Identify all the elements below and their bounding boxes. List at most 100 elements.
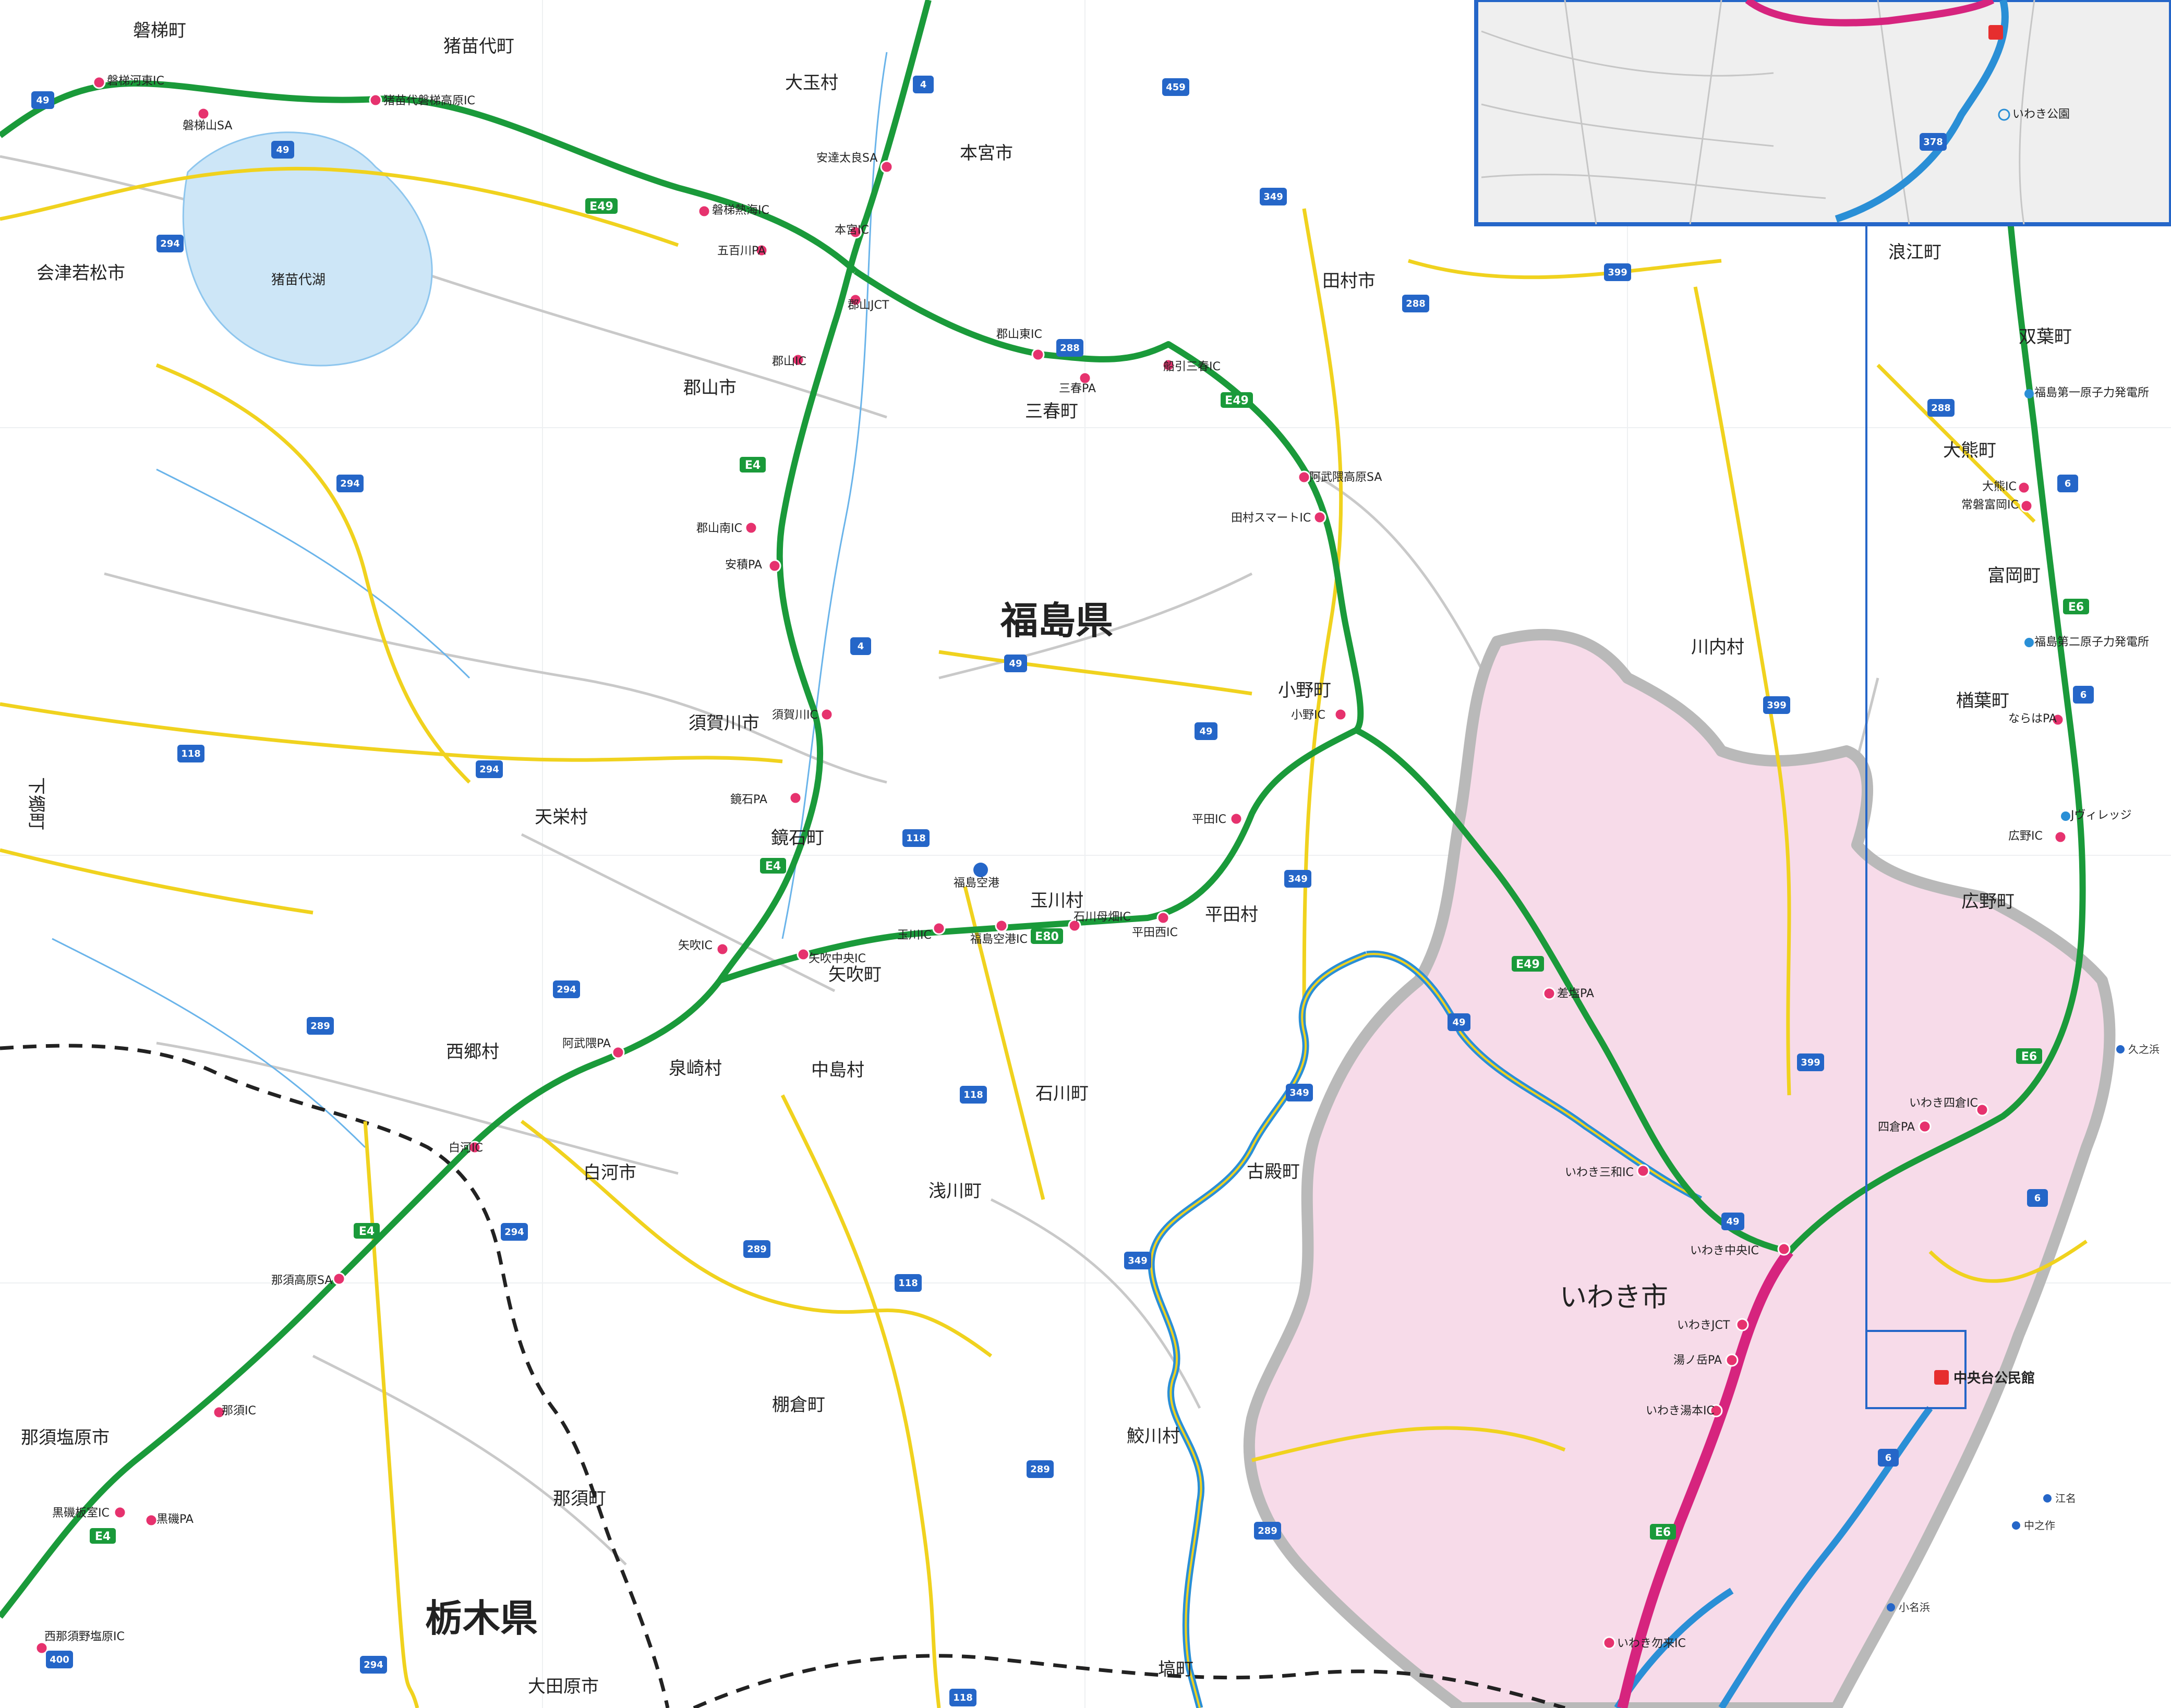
svg-text:西郷村: 西郷村	[446, 1041, 499, 1062]
svg-text:須賀川IC: 須賀川IC	[772, 709, 818, 722]
shield-49: 49	[1448, 1013, 1470, 1031]
svg-text:6: 6	[2034, 1193, 2041, 1204]
svg-text:いわき四倉IC: いわき四倉IC	[1909, 1097, 1978, 1110]
svg-text:常磐富岡IC: 常磐富岡IC	[1961, 499, 2019, 512]
shield-49: 49	[1721, 1213, 1744, 1230]
shield-294: 294	[156, 235, 184, 252]
nuclear-plant-1-label: 福島第一原子力発電所	[2034, 386, 2149, 399]
e4-label-1: E4	[740, 457, 766, 473]
svg-text:いわきJCT: いわきJCT	[1677, 1319, 1730, 1332]
svg-text:湯ノ岳PA: 湯ノ岳PA	[1673, 1354, 1722, 1367]
svg-text:6: 6	[2080, 689, 2087, 700]
shield-289: 289	[307, 1017, 334, 1035]
shield-289: 289	[743, 1240, 770, 1258]
svg-text:黒磯板室IC: 黒磯板室IC	[52, 1507, 110, 1520]
inset-map	[1474, 0, 2171, 1409]
svg-text:294: 294	[364, 1659, 383, 1670]
svg-text:E6: E6	[1655, 1526, 1671, 1539]
svg-text:349: 349	[1128, 1255, 1148, 1266]
svg-text:楢葉町: 楢葉町	[1956, 691, 2009, 711]
svg-text:広野IC: 広野IC	[2008, 830, 2043, 843]
shield-288: 288	[1402, 295, 1429, 312]
svg-text:鮫川村: 鮫川村	[1127, 1426, 1180, 1447]
svg-text:平田IC: 平田IC	[1192, 813, 1226, 826]
prefecture-boundary	[0, 1044, 670, 1708]
shield-49: 49	[1004, 655, 1027, 672]
svg-text:那須高原SA: 那須高原SA	[271, 1274, 332, 1287]
svg-text:いわき三和IC: いわき三和IC	[1565, 1166, 1634, 1179]
iwaki-area	[1243, 628, 2116, 1708]
svg-text:鏡石町: 鏡石町	[771, 828, 824, 849]
svg-text:田村市: 田村市	[1322, 271, 1376, 292]
svg-text:塙町: 塙町	[1158, 1659, 1193, 1680]
shield-49: 49	[31, 91, 54, 109]
shield-6: 6	[2057, 475, 2078, 492]
svg-text:磐梯河東IC: 磐梯河東IC	[107, 75, 164, 88]
svg-text:磐梯町: 磐梯町	[133, 20, 186, 41]
airport-marker	[973, 863, 988, 877]
svg-text:平田西IC: 平田西IC	[1132, 926, 1178, 939]
svg-text:郡山IC: 郡山IC	[772, 355, 806, 368]
svg-text:郡山東IC: 郡山東IC	[996, 328, 1042, 341]
svg-text:6: 6	[1885, 1452, 1892, 1463]
svg-text:ならはPA: ならはPA	[2008, 712, 2057, 725]
shield-4: 4	[850, 637, 871, 655]
e6-label-2: E6	[2016, 1048, 2042, 1064]
joban-magenta	[1617, 1248, 1793, 1708]
svg-text:4: 4	[858, 641, 864, 652]
jvillage-label: Jヴィレッジ	[2070, 809, 2132, 822]
svg-text:那須町: 那須町	[553, 1488, 606, 1509]
airport-label: 福島空港	[954, 877, 999, 890]
poi-markers	[973, 25, 2070, 1385]
svg-text:400: 400	[50, 1654, 69, 1665]
svg-text:349: 349	[1288, 874, 1308, 885]
svg-text:本宮市: 本宮市	[960, 143, 1013, 164]
svg-text:安達太良SA: 安達太良SA	[816, 152, 877, 165]
svg-text:378: 378	[1923, 137, 1943, 148]
svg-text:磐梯山SA: 磐梯山SA	[183, 119, 232, 132]
shield-294: 294	[553, 980, 580, 998]
svg-text:294: 294	[479, 764, 499, 775]
svg-text:棚倉町: 棚倉町	[772, 1395, 825, 1415]
svg-text:平田村: 平田村	[1205, 904, 1258, 925]
shield-118: 118	[177, 745, 204, 762]
shield-6: 6	[1878, 1449, 1899, 1467]
shield-4: 4	[913, 76, 934, 93]
svg-text:会津若松市: 会津若松市	[37, 263, 125, 284]
svg-text:いわき中央IC: いわき中央IC	[1690, 1244, 1759, 1257]
svg-text:E4: E4	[745, 459, 761, 472]
svg-text:49: 49	[1009, 658, 1022, 669]
svg-text:399: 399	[1608, 267, 1627, 278]
svg-text:小名浜: 小名浜	[1899, 1601, 1930, 1614]
port-labels: 久之浜 江名 中之作 小名浜	[1887, 1043, 2160, 1614]
svg-text:349: 349	[1263, 191, 1283, 202]
inset-callout-box	[1865, 1330, 1967, 1409]
shield-118: 118	[902, 829, 930, 847]
shield-349: 349	[1284, 870, 1311, 888]
svg-text:E4: E4	[95, 1530, 111, 1543]
svg-text:船引三春IC: 船引三春IC	[1163, 360, 1221, 373]
community-center-label: 中央台公民館	[1953, 1370, 2035, 1386]
svg-text:天栄村: 天栄村	[535, 807, 588, 828]
lake-label: 猪苗代湖	[271, 272, 325, 288]
interchange-labels: 磐梯河東IC 磐梯山SA 猪苗代磐梯高原IC 磐梯熱海IC 五百川PA 本宮IC…	[44, 75, 2057, 1650]
svg-text:阿武隈PA: 阿武隈PA	[562, 1037, 611, 1050]
svg-text:399: 399	[1767, 700, 1787, 711]
svg-text:石川母畑IC: 石川母畑IC	[1074, 911, 1131, 924]
svg-text:泉崎村: 泉崎村	[669, 1058, 722, 1079]
svg-text:288: 288	[1406, 298, 1426, 309]
e49-label-west: E49	[585, 198, 618, 214]
svg-text:中之作: 中之作	[2024, 1519, 2055, 1532]
svg-text:鏡石PA: 鏡石PA	[730, 793, 767, 806]
shield-49: 49	[1195, 722, 1217, 740]
svg-text:294: 294	[557, 984, 576, 995]
svg-text:下郷町: 下郷町	[26, 777, 46, 830]
ic-markers	[35, 76, 2067, 1655]
e80-label: E80	[1031, 928, 1063, 944]
iwaki-city-label: いわき市	[1560, 1282, 1668, 1313]
svg-text:289: 289	[1030, 1464, 1050, 1475]
svg-text:古殿町: 古殿町	[1247, 1161, 1300, 1182]
svg-text:118: 118	[898, 1278, 918, 1289]
svg-text:49: 49	[36, 95, 49, 106]
